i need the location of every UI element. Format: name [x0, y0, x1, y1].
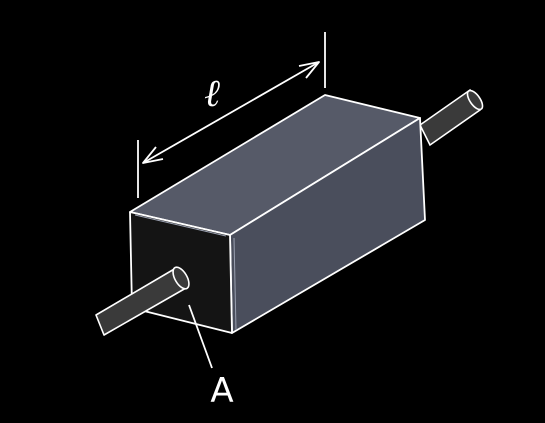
resistor-block: [129, 94, 426, 334]
area-label: A: [210, 371, 233, 411]
length-arrowhead-left: [142, 146, 164, 164]
area-annotation: A: [188, 304, 234, 411]
length-arrow-line: [142, 61, 320, 164]
length-arrowhead-right: [298, 61, 320, 79]
length-label: ℓ: [204, 71, 220, 115]
left-wire: [95, 266, 190, 336]
area-leader-line: [188, 304, 213, 369]
length-dimension: ℓ: [137, 32, 326, 198]
right-wire: [418, 88, 484, 147]
